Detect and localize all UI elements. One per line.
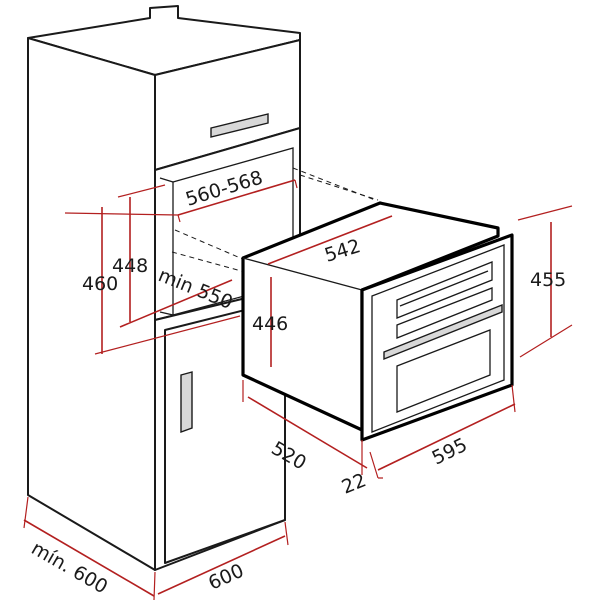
upper-handle: [210, 113, 269, 138]
oven-body: [241, 201, 500, 432]
label-cavity-height-inner: 448: [112, 255, 148, 277]
dimension-lines: [23, 179, 573, 600]
oven-body-edge: [242, 257, 363, 291]
label-door-thickness: 22: [339, 469, 370, 498]
oven-window-top: [396, 287, 493, 339]
niche-inner-edge: [159, 177, 174, 316]
label-oven-front-height: 455: [530, 269, 566, 291]
label-cabinet-width: 600: [205, 560, 247, 595]
oven-front-inner: [371, 244, 505, 433]
oven-window: [396, 329, 491, 413]
label-oven-front-width: 595: [429, 434, 471, 470]
oven-display: [399, 270, 489, 307]
label-oven-body-height: 446: [252, 313, 288, 335]
lower-handle: [180, 371, 193, 433]
projection-lines: [171, 167, 379, 273]
cabinet-left-side: [27, 37, 156, 571]
oven-handle: [383, 303, 503, 361]
oven: [241, 201, 514, 442]
label-cavity-height-outer: 460: [82, 273, 118, 295]
oven-control-strip: [396, 261, 493, 319]
